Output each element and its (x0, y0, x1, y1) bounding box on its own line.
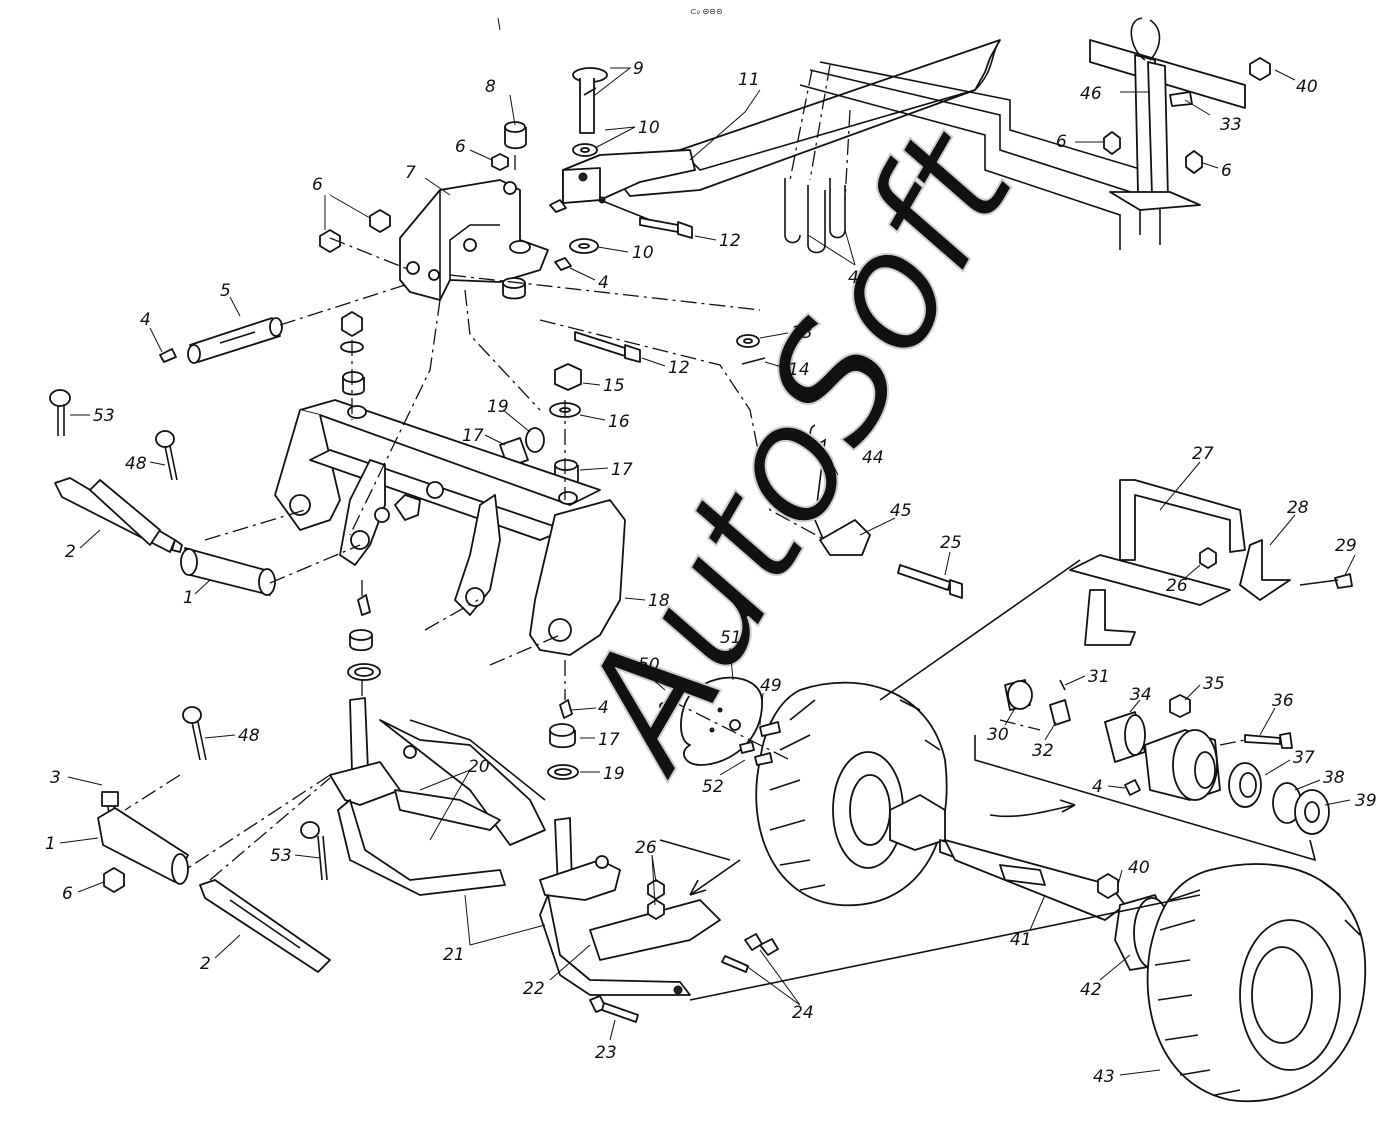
callout-26-right: 26 (1166, 576, 1188, 596)
callout-18: 18 (648, 591, 670, 611)
axle-carrier-frame (274, 399, 626, 656)
callout-15: 15 (603, 376, 625, 396)
callout-51: 51 (720, 628, 742, 648)
callout-53-upper: 53 (93, 406, 115, 426)
callout-26-lower: 26 (635, 838, 657, 858)
rear-support-bracket (1089, 17, 1271, 211)
callout-32: 32 (1032, 741, 1054, 761)
callout-1-lower: 1 (45, 834, 56, 854)
callout-53-lower: 53 (270, 846, 292, 866)
callout-2-lower: 2 (200, 954, 211, 974)
brake-disc-and-studs (658, 676, 781, 766)
callout-34: 34 (1130, 685, 1152, 705)
callout-40-rear: 40 (1296, 77, 1318, 97)
hook-clip (809, 424, 963, 599)
wheel-upper (755, 681, 1011, 906)
callout-46: 46 (1080, 84, 1102, 104)
callout-6-rear-right: 6 (1221, 161, 1232, 181)
callout-49: 49 (760, 676, 782, 696)
callout-12-mid: 12 (668, 358, 690, 378)
callout-25: 25 (940, 533, 962, 553)
callout-42: 42 (1080, 980, 1102, 1000)
callout-8: 8 (485, 77, 496, 97)
callout-36: 36 (1272, 691, 1294, 711)
callout-40-axle: 40 (1128, 858, 1150, 878)
callout-48-lower: 48 (238, 726, 260, 746)
callout-23: 23 (595, 1043, 617, 1063)
callout-10-top: 10 (638, 118, 660, 138)
callout-6-clevis: 6 (455, 137, 466, 157)
callout-19-lower: 19 (603, 764, 625, 784)
callout-38: 38 (1323, 768, 1345, 788)
callout-27: 27 (1192, 444, 1214, 464)
callout-37: 37 (1293, 748, 1315, 768)
wheel-hub-exploded (974, 679, 1330, 862)
callout-5: 5 (220, 281, 231, 301)
callout-35: 35 (1203, 674, 1225, 694)
callout-16: 16 (608, 412, 630, 432)
callout-48-upper: 48 (125, 454, 147, 474)
callout-22: 22 (523, 979, 545, 999)
connection-lines (409, 199, 1201, 1001)
callout-21: 21 (443, 945, 465, 965)
left-pins-upper (49, 389, 276, 596)
callout-43: 43 (1093, 1067, 1115, 1087)
top-small-parts (319, 67, 766, 365)
callout-12-top: 12 (719, 231, 741, 251)
pin-5 (159, 317, 283, 364)
callout-11: 11 (738, 70, 760, 90)
left-pins-lower (97, 706, 331, 973)
callout-6-rear-left: 6 (1056, 132, 1067, 152)
callout-39: 39 (1355, 791, 1377, 811)
axle-and-wheel-lower (944, 839, 1367, 1103)
header-mark: ⊂₀ ⊝⊝⊝ (690, 7, 723, 16)
callout-17-right: 17 (611, 460, 633, 480)
callout-24: 24 (792, 1003, 814, 1023)
callout-6-left: 6 (312, 175, 323, 195)
fender-bracket (1069, 479, 1353, 646)
callout-labels: 9 10 10 11 12 12 13 14 15 16 17 17 17 19… (45, 17, 1377, 1087)
callout-17-lower: 17 (598, 730, 620, 750)
callout-17-left: 17 (462, 426, 484, 446)
callout-31: 31 (1088, 667, 1110, 687)
callout-9: 9 (633, 59, 644, 79)
callout-41: 41 (1010, 930, 1032, 950)
callout-2-upper: 2 (65, 542, 76, 562)
callout-47: 47 (848, 268, 870, 288)
mid-fittings (347, 594, 579, 780)
callout-3: 3 (50, 768, 61, 788)
callout-30: 30 (987, 725, 1009, 745)
callout-7: 7 (405, 163, 416, 183)
callout-33: 33 (1220, 115, 1242, 135)
callout-52: 52 (702, 777, 724, 797)
clevis-bracket (399, 179, 549, 301)
callout-44: 44 (862, 448, 884, 468)
callout-19-upper: 19 (487, 397, 509, 417)
bolts-lower (589, 879, 779, 1023)
callout-45: 45 (890, 501, 912, 521)
callout-4-mid: 4 (598, 698, 609, 718)
callout-14: 14 (788, 360, 810, 380)
callout-29: 29 (1335, 536, 1357, 556)
callout-6-lower: 6 (62, 884, 73, 904)
callout-28: 28 (1287, 498, 1309, 518)
callout-50: 50 (638, 655, 660, 675)
callout-4-clevis: 4 (598, 273, 609, 293)
hitch-bracket (562, 149, 696, 204)
callout-4-hub: 4 (1092, 777, 1103, 797)
callout-4-pin: 4 (140, 310, 151, 330)
callout-10-lower: 10 (632, 243, 654, 263)
center-lines (124, 64, 1246, 881)
callout-1-upper: 1 (183, 588, 194, 608)
callout-13: 13 (791, 323, 813, 343)
callout-20: 20 (468, 757, 490, 777)
